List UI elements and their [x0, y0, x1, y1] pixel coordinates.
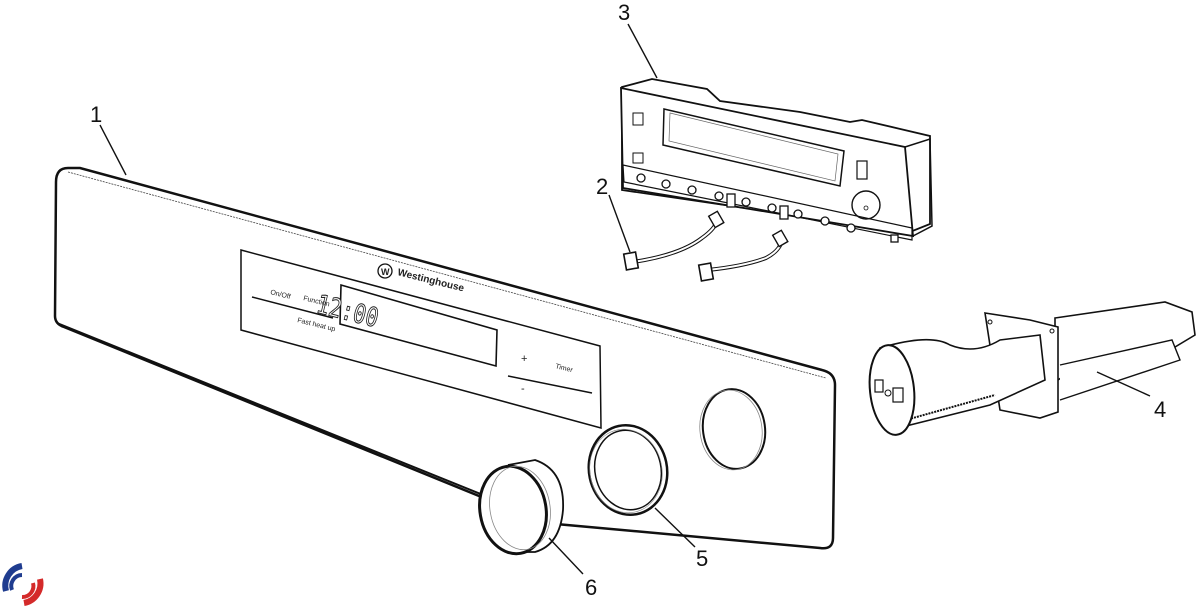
callout-1: 1	[90, 102, 102, 127]
label-timer[interactable]: Timer	[555, 363, 574, 374]
lcd-frame	[339, 283, 498, 368]
leader-1	[99, 124, 127, 176]
callout-3: 3	[618, 0, 630, 25]
leader-3	[627, 23, 658, 79]
label-plus[interactable]: +	[521, 353, 527, 365]
callout-5: 5	[696, 546, 708, 571]
callout-2: 2	[596, 174, 608, 199]
knob-ring[interactable]	[580, 418, 675, 522]
right-button-divider	[507, 375, 593, 394]
control-panel-fascia[interactable]: W Westinghouse 12:00 On/Off Function Fas…	[53, 166, 837, 550]
callout-leaders	[99, 23, 1151, 575]
display-window-outline	[240, 249, 602, 429]
label-on-off[interactable]: On/Off	[270, 289, 292, 301]
knob-shaft-assembly[interactable]	[865, 301, 1196, 437]
control-knob[interactable]	[473, 459, 564, 559]
site-logo-icon[interactable]	[2, 563, 44, 606]
electronic-control-module[interactable]	[620, 78, 933, 243]
callout-4: 4	[1154, 397, 1166, 422]
fascia-top-edge-inner	[67, 171, 827, 379]
leader-2	[608, 194, 631, 253]
svg-text:W: W	[381, 267, 390, 277]
label-minus[interactable]: -	[521, 383, 525, 395]
leader-5	[654, 507, 696, 548]
leader-4	[1096, 371, 1151, 397]
fascia-bottom-edge	[56, 322, 546, 521]
leader-6	[548, 537, 584, 575]
wiring-harness[interactable]	[622, 210, 789, 282]
westinghouse-logo-icon	[377, 263, 393, 279]
left-button-divider	[251, 296, 334, 319]
callout-6: 6	[585, 575, 597, 600]
